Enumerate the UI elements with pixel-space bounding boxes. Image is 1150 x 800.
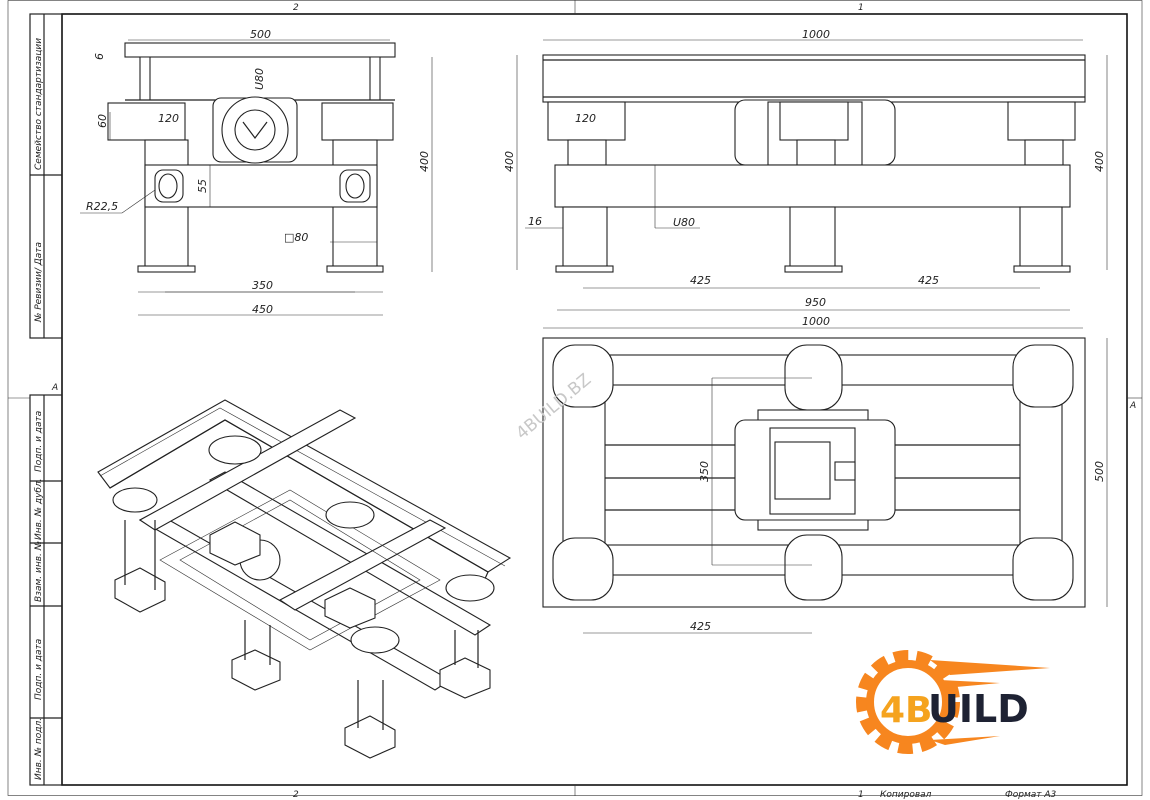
dim-front-channel: U80 [253,68,266,90]
logo-text: UILD [928,687,1029,731]
strip-cell-label: Инв. № дубл. [34,478,44,540]
dim-plan-span: 425 [690,620,711,633]
dim-side-overall: 950 [805,296,826,309]
side-view: 1000 400 400 120 16 U80 425 425 950 [503,28,1108,311]
strip-cell-label: Взам. инв. № [34,541,44,602]
dim-side-channel: U80 [673,216,695,229]
zone-label: 1 [858,3,864,13]
zone-label: A [1129,401,1136,411]
dim-side-height-right: 400 [1093,151,1106,172]
strip-cell-label: № Ревизии/ Дата [34,242,44,323]
dim-plan-length: 1000 [802,315,830,328]
dim-front-leg-spacing: 350 [252,279,273,292]
strip-cell-label: Подп. и дата [34,411,44,472]
dim-front-height: 400 [418,151,431,172]
zone-label: 2 [293,790,299,800]
isometric-view [97,399,512,759]
plan-view: 1000 500 350 425 4BUILD.BZ [512,315,1108,634]
dim-side-height-left: 400 [503,151,516,172]
side-strip: Семейство стандартизации № Ревизии/ Дата… [29,13,63,786]
zone-label: 1 [858,790,864,800]
dim-side-span-left: 425 [690,274,711,287]
dim-side-span-right: 425 [918,274,939,287]
dim-front-flange: 6 [93,53,106,60]
dim-side-wall: 16 [528,215,542,228]
strip-cell-label: Семейство стандартизации [34,38,44,170]
terminal-box-icon [774,441,831,500]
dim-front-overall: 450 [252,303,273,316]
dim-plan-width: 500 [1093,461,1106,482]
brand-logo: 4B UILD [856,650,1050,754]
format-label: Формат А3 [1005,790,1057,800]
zone-label: A [51,383,58,393]
strip-cell-label: Инв. № подл. [34,718,44,780]
dim-side-length: 1000 [802,28,830,41]
strip-cell-label: Подп. и дата [34,639,44,700]
copied-label: Копировал [880,790,932,800]
front-view: 500 6 U80 120 60 55 R22,5 □80 350 450 40… [80,28,433,316]
dim-front-tube: □80 [284,231,308,244]
dim-plan-inner: 350 [698,461,711,482]
dim-front-radius: R22,5 [86,200,118,213]
dim-front-slot: 55 [196,179,209,193]
dim-front-mount-width: 120 [158,112,179,125]
dim-front-mount-height: 60 [96,114,109,128]
zone-label: 2 [293,3,299,13]
logo-prefix: 4B [880,690,933,731]
dim-side-mount: 120 [575,112,596,125]
dim-front-width: 500 [250,28,271,41]
